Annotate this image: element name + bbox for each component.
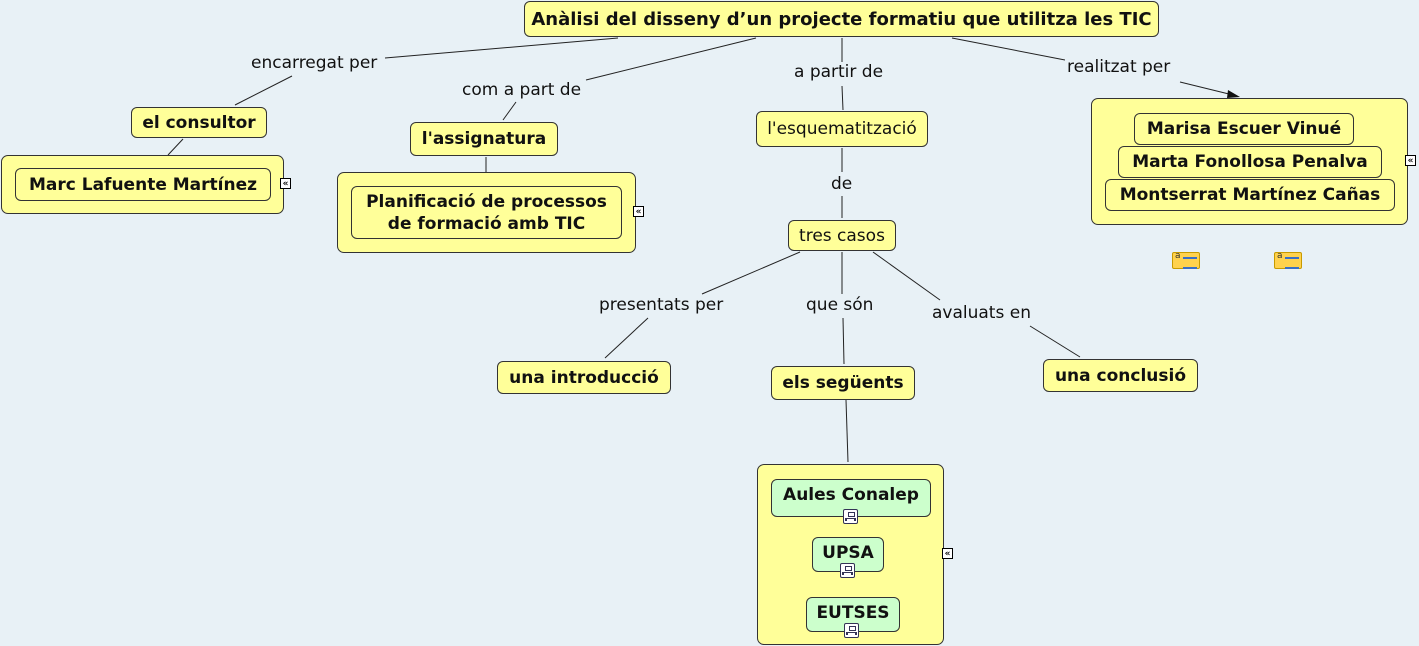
author-montserrat[interactable]: Montserrat Martínez Cañas xyxy=(1105,179,1395,211)
collapse-icon[interactable]: « xyxy=(1405,155,1416,166)
collapse-icon[interactable]: « xyxy=(942,548,953,559)
link-label-com-a-part: com a part de xyxy=(460,80,584,100)
cases-group[interactable]: Aules Conalep UPSA EUTSES xyxy=(757,464,944,645)
annotation-icon[interactable] xyxy=(1172,251,1200,269)
concept-consultor[interactable]: el consultor xyxy=(131,107,267,138)
collapse-icon[interactable]: « xyxy=(633,206,644,217)
submap-link-icon[interactable] xyxy=(840,563,855,578)
link-label-a-partir: a partir de xyxy=(792,62,886,82)
concept-seguents[interactable]: els següents xyxy=(771,366,915,400)
annotation-icon[interactable] xyxy=(1274,251,1302,269)
author-marta[interactable]: Marta Fonollosa Penalva xyxy=(1118,146,1382,178)
author-marisa[interactable]: Marisa Escuer Vinué xyxy=(1134,113,1354,145)
link-label-realitzat: realitzat per xyxy=(1065,57,1173,77)
submap-link-icon[interactable] xyxy=(844,623,859,638)
concept-conclusio[interactable]: una conclusió xyxy=(1043,359,1198,392)
concept-esquematitzacio[interactable]: l'esquematització xyxy=(756,111,928,147)
concept-introduccio[interactable]: una introducció xyxy=(497,361,671,394)
link-label-presentats: presentats per xyxy=(597,295,726,315)
root-concept[interactable]: Anàlisi del disseny d’un projecte format… xyxy=(524,1,1159,37)
submap-link-icon[interactable] xyxy=(843,509,858,524)
authors-group[interactable]: Marisa Escuer Vinué Marta Fonollosa Pena… xyxy=(1091,98,1408,225)
course-name-line2: de formació amb TIC xyxy=(387,213,586,234)
consultor-name[interactable]: Marc Lafuente Martínez xyxy=(15,168,271,201)
collapse-icon[interactable]: « xyxy=(280,178,291,189)
link-label-encarregat: encarregat per xyxy=(249,53,380,73)
concept-tres-casos[interactable]: tres casos xyxy=(788,220,896,251)
concept-assignatura[interactable]: l'assignatura xyxy=(410,122,558,156)
course-name-line1: Planificació de processos xyxy=(366,191,607,212)
link-label-de: de xyxy=(829,174,855,194)
course-name[interactable]: Planificació de processos de formació am… xyxy=(351,186,622,239)
link-label-que-son: que són xyxy=(804,295,876,315)
case-aules-conalep[interactable]: Aules Conalep xyxy=(771,479,931,517)
consultor-group[interactable]: Marc Lafuente Martínez xyxy=(1,155,284,214)
link-label-avaluats: avaluats en xyxy=(930,303,1033,323)
course-group[interactable]: Planificació de processos de formació am… xyxy=(337,172,636,253)
